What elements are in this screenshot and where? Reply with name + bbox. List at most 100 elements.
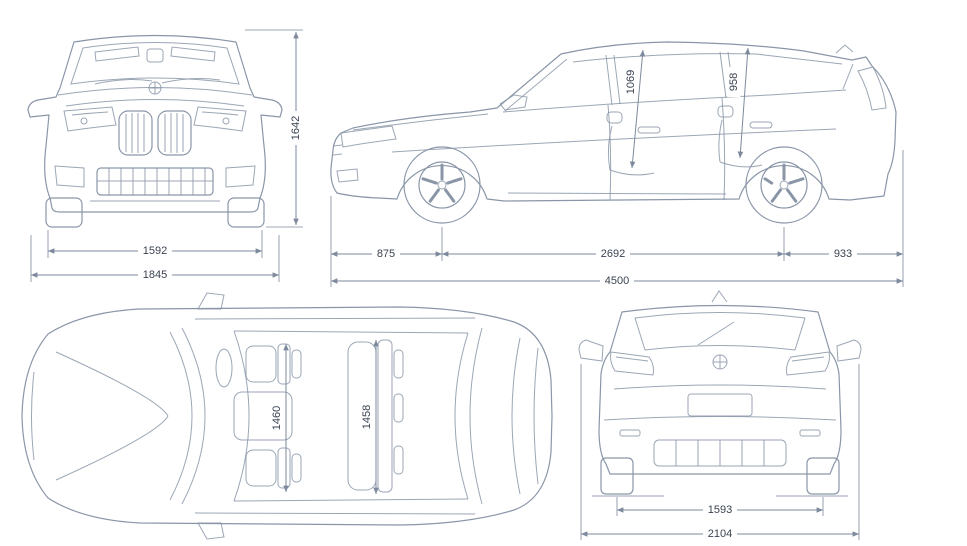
roof-edge-bottom bbox=[233, 498, 469, 502]
height-label: 1642 bbox=[290, 116, 302, 140]
front-interior-width-label: 1460 bbox=[271, 406, 283, 430]
front-seat-headrest bbox=[606, 111, 623, 124]
rear-overhang-label-bg bbox=[829, 247, 857, 261]
center-console bbox=[233, 391, 293, 441]
rear-headrest-1 bbox=[393, 349, 404, 379]
front-rim bbox=[418, 161, 466, 209]
rear-interior-width-label-group: 1458 bbox=[360, 400, 374, 434]
front-seat-top-headrest bbox=[291, 349, 302, 379]
rear-view: 1593 2104 bbox=[578, 290, 862, 541]
front-seat-bottom-back bbox=[277, 447, 291, 489]
kidney-grille-left bbox=[118, 110, 153, 156]
top-body-outline bbox=[21, 306, 553, 526]
windshield-top-curve bbox=[233, 330, 250, 502]
rear-track-label: 1593 bbox=[708, 504, 732, 516]
d-pillar bbox=[842, 63, 854, 90]
rear-rim bbox=[760, 161, 808, 209]
hood-cutline bbox=[352, 113, 489, 131]
rear-wiper bbox=[697, 321, 735, 346]
front-seat-bottom-headrest bbox=[291, 453, 302, 483]
front-wheel-spokes bbox=[421, 163, 463, 203]
front-interior-width-label-bg bbox=[270, 401, 284, 435]
rear-view-drawing bbox=[578, 290, 862, 497]
license-plate-recess bbox=[687, 393, 753, 417]
rearview-mirror bbox=[146, 48, 164, 63]
rear-headrest-2 bbox=[393, 393, 404, 423]
front-seat-top-cushion bbox=[245, 345, 277, 383]
front-windshield bbox=[70, 42, 240, 85]
sun-visor-left bbox=[94, 46, 140, 62]
front-door-seam bbox=[607, 104, 612, 201]
rear-interior-width-label: 1458 bbox=[361, 405, 373, 429]
front-wheel-right bbox=[227, 197, 265, 228]
rear-mirror-right bbox=[836, 339, 862, 362]
rear-wheel-spokes bbox=[763, 163, 805, 203]
roof-edge-top bbox=[233, 330, 469, 334]
taillight-right bbox=[786, 351, 830, 376]
front-view: 1592 1845 1642 bbox=[27, 29, 303, 282]
side-headlight bbox=[340, 125, 397, 148]
headlight-left bbox=[63, 106, 117, 132]
mirror-plan-bottom bbox=[197, 522, 225, 540]
front-tire bbox=[403, 146, 481, 224]
rear-body-outline bbox=[598, 304, 842, 475]
front-seat-bottom-cushion bbox=[245, 449, 277, 487]
rear-door-handle bbox=[749, 121, 773, 129]
headlight-left-lens bbox=[80, 117, 88, 125]
front-interior-width-label-group: 1460 bbox=[270, 401, 284, 435]
top-view: 1460 1458 bbox=[21, 292, 553, 540]
side-view: 1069 958 875 2692 933 4500 bbox=[330, 41, 904, 288]
rear-seat-cushion bbox=[719, 161, 763, 168]
front-track-label: 1592 bbox=[143, 245, 167, 257]
front-seat-back bbox=[607, 125, 613, 171]
hood-crease-top bbox=[55, 351, 169, 417]
dim-height-label-bg bbox=[289, 111, 303, 145]
front-width-label: 1845 bbox=[143, 269, 167, 281]
kidney-grille-right-slats bbox=[164, 113, 184, 153]
sun-visor-right bbox=[170, 46, 216, 62]
side-view-dimensions: 1069 958 875 2692 933 4500 bbox=[330, 47, 904, 288]
rear-glass-curve bbox=[454, 332, 469, 500]
kidney-grille-left-slats bbox=[125, 113, 145, 153]
front-view-drawing bbox=[27, 34, 283, 228]
hood-line-lower bbox=[65, 99, 245, 107]
rear-hatch-line bbox=[511, 337, 521, 495]
front-body-outline bbox=[27, 34, 283, 213]
rear-bench-back bbox=[377, 339, 393, 493]
wheelbase-label: 2692 bbox=[601, 248, 625, 260]
headlight-right-lens bbox=[222, 117, 230, 125]
taillight-right-detail bbox=[791, 356, 825, 362]
taillight-left bbox=[610, 351, 654, 376]
rear-track-label-bg bbox=[703, 503, 737, 517]
brand-roundel-rear-cross bbox=[713, 355, 727, 369]
roof-rail-top bbox=[194, 317, 476, 320]
rear-view-dimensions: 1593 2104 bbox=[580, 364, 860, 541]
roof-inner-line bbox=[572, 53, 843, 65]
rear-bumper-top-line bbox=[603, 416, 837, 421]
b-pillar bbox=[605, 54, 621, 106]
rear-headrest-3 bbox=[393, 445, 404, 475]
rear-interior-width-label-bg bbox=[360, 400, 374, 434]
bumper-intake-grid bbox=[97, 168, 213, 195]
character-line bbox=[391, 128, 837, 153]
front-seat-top-back bbox=[277, 343, 291, 385]
rear-antenna-fin bbox=[711, 290, 728, 303]
overall-length-label-bg bbox=[600, 274, 634, 288]
taillight-side bbox=[857, 66, 887, 111]
front-interior-height-label-group: 1069 bbox=[624, 65, 638, 99]
top-view-drawing bbox=[21, 292, 553, 540]
windshield-plan bbox=[181, 327, 206, 505]
rear-tire bbox=[745, 146, 823, 224]
rear-width-label-bg bbox=[703, 527, 737, 541]
front-wheel-left bbox=[45, 197, 83, 228]
steering-wheel bbox=[215, 348, 233, 388]
rear-interior-height-label-bg bbox=[727, 67, 741, 97]
rear-wheel-right bbox=[806, 457, 840, 495]
side-foglight bbox=[336, 168, 359, 183]
front-overhang-label-bg bbox=[372, 247, 400, 261]
height-label-group: 1642 bbox=[289, 111, 303, 145]
front-interior-height-label: 1069 bbox=[625, 70, 637, 94]
dim-front-interior-height bbox=[629, 49, 646, 169]
roof-antenna-fin bbox=[835, 44, 854, 54]
